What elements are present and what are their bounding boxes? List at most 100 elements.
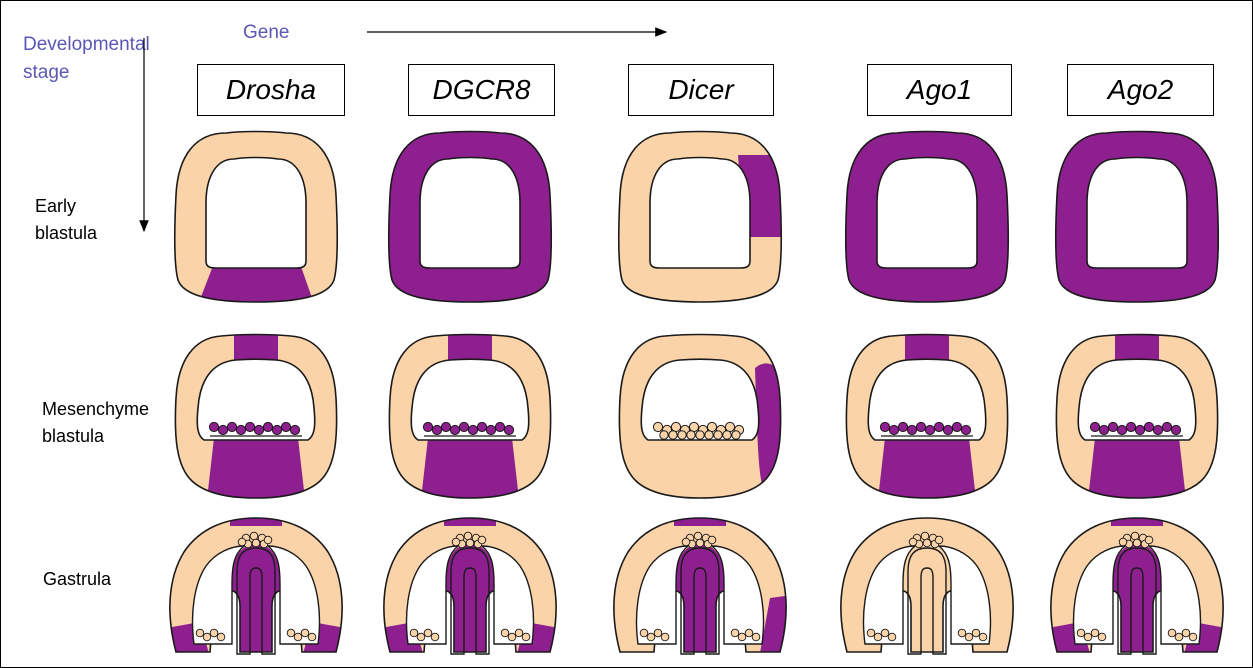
mesenchyme-cell bbox=[424, 629, 432, 637]
mesenchyme-cell bbox=[972, 629, 980, 637]
embryo-ago1-early-blastula-blastocoel bbox=[877, 158, 977, 269]
mesenchyme-cell bbox=[916, 422, 925, 431]
embryo-drosha-early-blastula-blastocoel bbox=[206, 158, 306, 269]
embryo-dicer-gastrula-animal-pole-expression bbox=[674, 504, 726, 526]
embryo-dgcr8-gastrula-body bbox=[370, 484, 570, 667]
mesenchyme-cell bbox=[417, 633, 425, 641]
mesenchyme-cell bbox=[1168, 629, 1176, 637]
mesenchyme-cell bbox=[898, 422, 907, 431]
mesenchyme-cell bbox=[290, 425, 299, 434]
mesenchyme-cell bbox=[921, 532, 929, 540]
mesenchyme-cell bbox=[1098, 633, 1106, 641]
mesenchyme-cell bbox=[238, 538, 246, 546]
mesenchyme-cell bbox=[217, 633, 225, 641]
mesenchyme-cell bbox=[1084, 633, 1092, 641]
mesenchyme-cell bbox=[203, 633, 211, 641]
embryo-dicer-mesenchyme-blastula bbox=[600, 308, 800, 508]
mesenchyme-cell bbox=[1119, 538, 1127, 546]
embryo-ago2-mesenchyme-blastula bbox=[1037, 308, 1237, 508]
mesenchyme-cell bbox=[1175, 633, 1183, 641]
mesenchyme-cell bbox=[281, 422, 290, 431]
mesenchyme-cell bbox=[432, 425, 441, 434]
mesenchyme-cell bbox=[678, 431, 686, 439]
embryo-drosha-gastrula-body bbox=[156, 484, 356, 667]
mesenchyme-cell bbox=[669, 431, 677, 439]
mesenchyme-cell bbox=[452, 538, 460, 546]
mesenchyme-cell bbox=[958, 629, 966, 637]
mesenchyme-cell bbox=[943, 425, 952, 434]
mesenchyme-cell bbox=[459, 422, 468, 431]
mesenchyme-cell bbox=[923, 539, 931, 547]
embryo-dicer-early-blastula bbox=[600, 115, 800, 315]
mesenchyme-cell bbox=[1090, 422, 1099, 431]
mesenchyme-cell bbox=[308, 633, 316, 641]
mesenchyme-cell bbox=[738, 633, 746, 641]
mesenchyme-cell bbox=[1153, 425, 1162, 434]
mesenchyme-cell bbox=[423, 422, 432, 431]
mesenchyme-cell bbox=[441, 422, 450, 431]
mesenchyme-cell bbox=[245, 422, 254, 431]
mesenchyme-cell bbox=[227, 422, 236, 431]
mesenchyme-cell bbox=[682, 538, 690, 546]
mesenchyme-cell bbox=[263, 422, 272, 431]
mesenchyme-cell bbox=[515, 629, 523, 637]
mesenchyme-cell bbox=[1091, 629, 1099, 637]
mesenchyme-cell bbox=[889, 425, 898, 434]
mesenchyme-cell bbox=[1182, 629, 1190, 637]
mesenchyme-cell bbox=[979, 633, 987, 641]
mesenchyme-cell bbox=[410, 629, 418, 637]
mesenchyme-cell bbox=[1189, 633, 1197, 641]
mesenchyme-cell bbox=[653, 422, 662, 431]
mesenchyme-cell bbox=[1131, 532, 1139, 540]
embryo-ago2-gastrula-animal-pole-expression bbox=[1111, 504, 1163, 526]
mesenchyme-cell bbox=[671, 422, 680, 431]
embryo-drosha-early-blastula bbox=[156, 115, 356, 315]
mesenchyme-cell bbox=[661, 633, 669, 641]
mesenchyme-cell bbox=[1108, 422, 1117, 431]
mesenchyme-cell bbox=[254, 425, 263, 434]
embryo-dgcr8-mesenchyme-blastula bbox=[370, 308, 570, 508]
mesenchyme-cell bbox=[696, 431, 704, 439]
mesenchyme-cell bbox=[907, 425, 916, 434]
mesenchyme-cell bbox=[732, 431, 740, 439]
mesenchyme-cell bbox=[1144, 422, 1153, 431]
mesenchyme-cell bbox=[1126, 422, 1135, 431]
mesenchyme-cell bbox=[287, 629, 295, 637]
mesenchyme-cell bbox=[1099, 425, 1108, 434]
embryo-ago1-mesenchyme-blastula bbox=[827, 308, 1027, 508]
embryo-drosha-gastrula bbox=[156, 484, 356, 667]
mesenchyme-cell bbox=[486, 425, 495, 434]
mesenchyme-cell bbox=[660, 431, 668, 439]
mesenchyme-cell bbox=[495, 422, 504, 431]
mesenchyme-cell bbox=[210, 629, 218, 637]
embryo-ago2-early-blastula bbox=[1037, 115, 1237, 315]
mesenchyme-cell bbox=[708, 536, 716, 544]
embryo-drosha-mesenchyme-blastula bbox=[156, 308, 356, 508]
mesenchyme-cell bbox=[714, 431, 722, 439]
mesenchyme-cell bbox=[654, 629, 662, 637]
mesenchyme-cell bbox=[218, 425, 227, 434]
mesenchyme-cell bbox=[1162, 422, 1171, 431]
mesenchyme-cell bbox=[880, 422, 889, 431]
embryo-dgcr8-gastrula-animal-pole-expression bbox=[444, 504, 496, 526]
embryo-ago1-gastrula-background bbox=[827, 484, 1027, 667]
mesenchyme-cell bbox=[888, 633, 896, 641]
mesenchyme-cell bbox=[431, 633, 439, 641]
mesenchyme-cell bbox=[874, 633, 882, 641]
mesenchyme-cell bbox=[725, 422, 734, 431]
mesenchyme-cell bbox=[477, 422, 486, 431]
mesenchyme-cell bbox=[464, 532, 472, 540]
mesenchyme-cell bbox=[209, 422, 218, 431]
embryo-dgcr8-early-blastula-blastocoel bbox=[420, 158, 520, 269]
mesenchyme-cell bbox=[961, 425, 970, 434]
mesenchyme-cell bbox=[640, 629, 648, 637]
mesenchyme-cell bbox=[478, 536, 486, 544]
mesenchyme-cell bbox=[952, 422, 961, 431]
embryo-dicer-gastrula-body bbox=[600, 484, 800, 667]
mesenchyme-cell bbox=[705, 431, 713, 439]
mesenchyme-cell bbox=[466, 539, 474, 547]
mesenchyme-cell bbox=[294, 633, 302, 641]
mesenchyme-cell bbox=[504, 425, 513, 434]
mesenchyme-cell bbox=[236, 425, 245, 434]
